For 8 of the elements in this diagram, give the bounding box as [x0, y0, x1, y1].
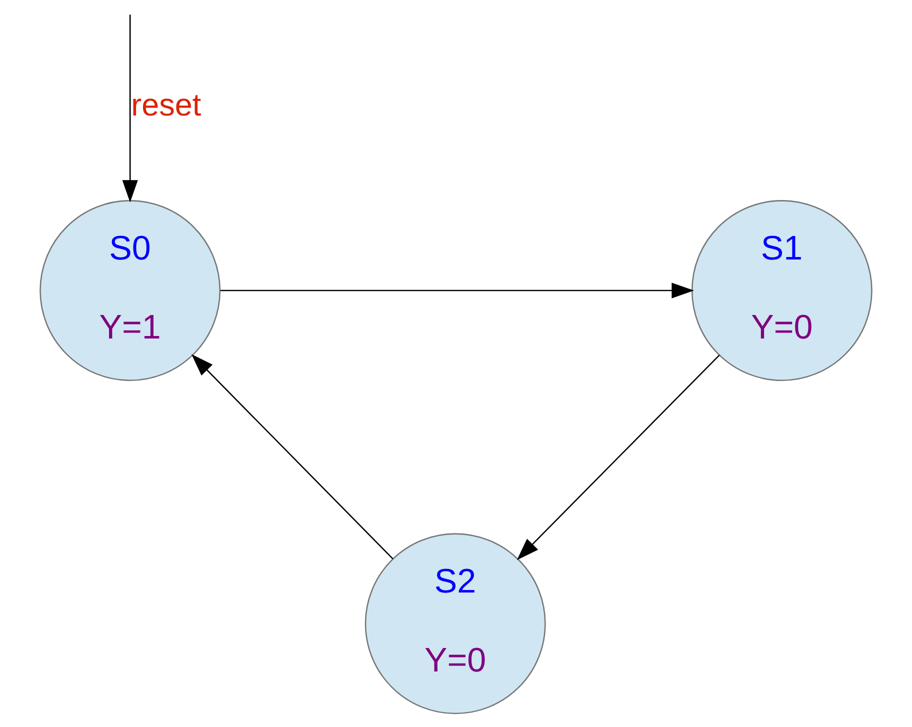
- arrow: [220, 282, 694, 298]
- arrow: [122, 14, 138, 202]
- arrow: [191, 354, 394, 560]
- arrow: [516, 354, 720, 560]
- node-circle: S2 Y=0: [364, 533, 546, 714]
- node-circle: S0 Y=1: [40, 200, 221, 382]
- node-circle: S1 Y=0: [691, 200, 872, 382]
- edge-label: reset: [131, 88, 202, 123]
